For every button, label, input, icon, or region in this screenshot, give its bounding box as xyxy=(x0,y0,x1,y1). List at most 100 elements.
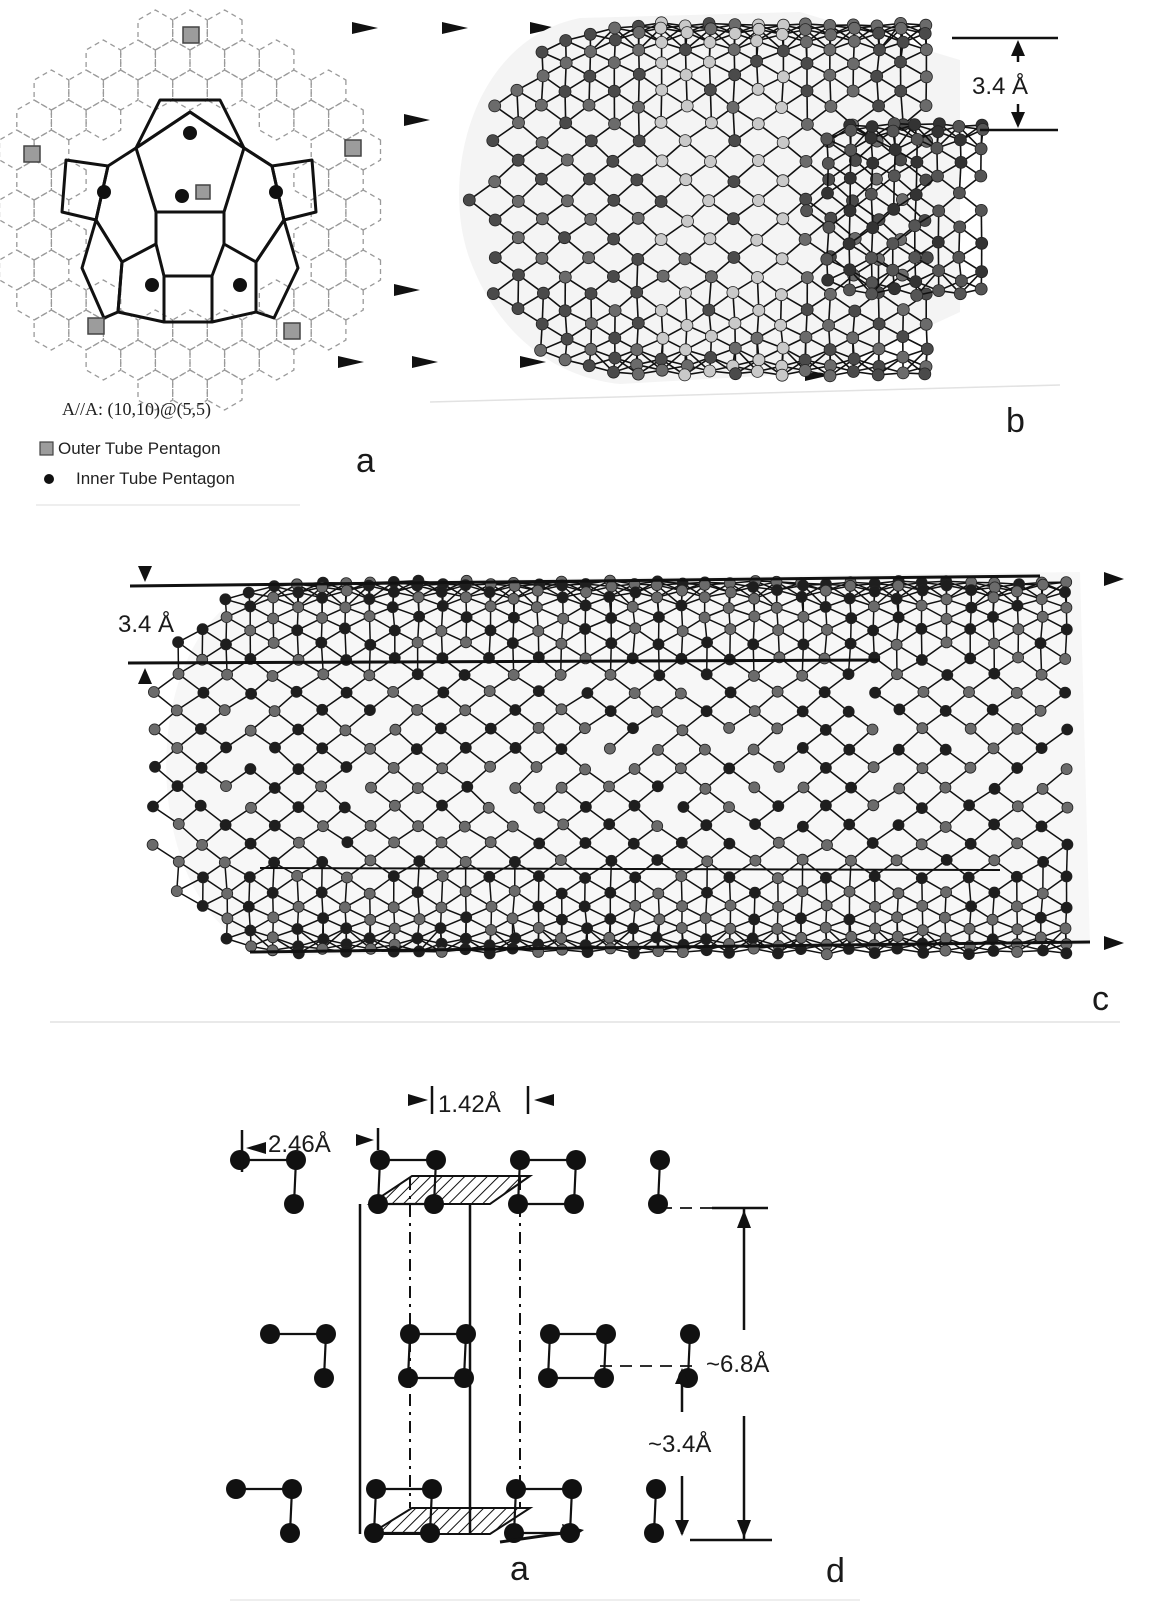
atom xyxy=(220,611,233,623)
atom xyxy=(533,837,546,850)
atom xyxy=(268,705,281,717)
atom xyxy=(434,922,447,934)
atom xyxy=(777,44,790,58)
dim-arrow-up xyxy=(1011,40,1025,56)
atom xyxy=(648,1194,668,1214)
atom xyxy=(608,33,622,47)
unit-cell-verticals xyxy=(358,1204,472,1534)
atom xyxy=(509,742,522,754)
atom xyxy=(1011,837,1023,850)
atom xyxy=(605,637,618,650)
atom xyxy=(988,581,1001,594)
atom xyxy=(963,922,976,935)
atom xyxy=(581,922,593,935)
atom xyxy=(887,202,901,216)
atom xyxy=(892,887,905,900)
atom xyxy=(340,871,353,884)
pentagon-cap-outline xyxy=(60,98,318,324)
atom xyxy=(867,799,880,812)
atom xyxy=(560,153,574,167)
lattice-cell xyxy=(154,339,191,381)
atom xyxy=(370,1150,390,1170)
atom xyxy=(172,818,185,830)
atom xyxy=(846,331,860,345)
atom xyxy=(747,638,760,651)
atom xyxy=(724,623,737,635)
atom xyxy=(915,872,928,885)
atom xyxy=(435,901,448,914)
atom xyxy=(607,56,621,69)
atom xyxy=(726,286,740,299)
atom xyxy=(869,900,881,913)
atom xyxy=(939,944,952,957)
atom xyxy=(941,669,954,681)
atom xyxy=(459,591,472,604)
lattice-cell xyxy=(258,339,295,381)
lattice-cell xyxy=(120,339,157,381)
atom xyxy=(196,900,209,912)
atom xyxy=(845,612,858,625)
outer-lattice-dashed xyxy=(0,9,382,411)
atom xyxy=(651,820,664,832)
atom xyxy=(750,233,764,247)
atom xyxy=(579,837,592,849)
atom xyxy=(1035,593,1048,605)
bond-length-label: 1.42Å xyxy=(438,1090,501,1118)
atom xyxy=(727,175,741,189)
atom xyxy=(820,799,832,812)
atom xyxy=(484,836,497,849)
atom xyxy=(988,886,1001,899)
atom xyxy=(775,101,788,114)
atom xyxy=(675,870,688,882)
atom xyxy=(267,911,280,924)
atoms xyxy=(800,117,990,302)
atom xyxy=(818,686,831,699)
lattice-cell xyxy=(293,279,330,321)
inner-tube-lattice xyxy=(800,117,990,302)
atom xyxy=(1012,623,1025,636)
atom xyxy=(291,870,304,882)
atom xyxy=(910,132,924,146)
bond-arrow-left xyxy=(408,1094,428,1106)
atom xyxy=(772,947,784,960)
atom xyxy=(800,204,813,218)
graphite-layer xyxy=(260,1324,700,1388)
atom xyxy=(583,172,596,186)
atom xyxy=(748,592,761,605)
atom xyxy=(727,43,741,56)
lattice-cell xyxy=(258,99,295,141)
atom xyxy=(723,871,736,884)
atom xyxy=(244,837,257,850)
atom xyxy=(292,947,305,960)
atom xyxy=(775,252,789,266)
atom xyxy=(796,742,809,754)
atom xyxy=(892,743,905,756)
atom xyxy=(363,593,376,605)
lattice-cell xyxy=(223,339,260,381)
atom xyxy=(146,838,159,851)
atom xyxy=(847,365,860,378)
atom xyxy=(632,134,646,148)
atom xyxy=(220,932,233,945)
atom xyxy=(651,591,663,604)
atom xyxy=(340,654,353,666)
atom xyxy=(680,99,694,113)
atom xyxy=(244,724,257,737)
lattice-cell xyxy=(206,69,243,111)
atom xyxy=(676,584,688,597)
atom xyxy=(843,283,856,297)
atom xyxy=(916,924,929,937)
atom xyxy=(872,317,886,331)
atom xyxy=(282,1479,302,1499)
atom xyxy=(771,722,784,735)
atom xyxy=(752,22,766,36)
atom xyxy=(953,220,967,234)
lattice-cell xyxy=(172,309,208,351)
atom xyxy=(316,612,329,624)
atom xyxy=(909,275,923,289)
atom xyxy=(915,622,928,635)
atom xyxy=(910,155,924,169)
atom xyxy=(824,287,837,301)
atom xyxy=(987,611,999,623)
atom xyxy=(822,220,836,234)
